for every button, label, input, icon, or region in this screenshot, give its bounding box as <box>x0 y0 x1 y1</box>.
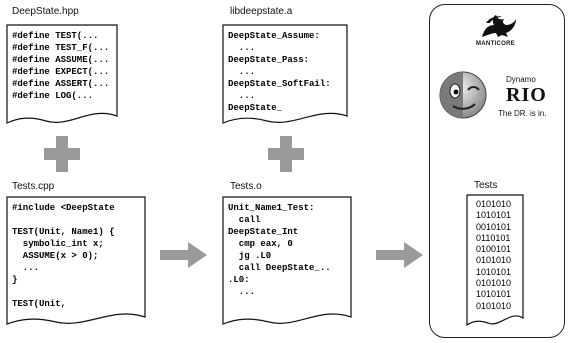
document-shape-icon <box>6 24 118 124</box>
code-line: ... <box>12 263 40 273</box>
bit-row: 0010101 <box>476 221 512 232</box>
code-line: #define EXPECT(... <box>12 67 110 77</box>
dynamorio-tagline: The DR. is in. <box>498 109 547 118</box>
manticore-label: MANTICORE <box>476 41 516 47</box>
code-line: ... <box>228 287 256 297</box>
right-arrow-icon <box>160 242 207 268</box>
code-line: DeepState_Pass: <box>228 55 310 65</box>
code-line: cmp eax, 0 <box>228 239 293 249</box>
header-file-code: #define TEST(... #define TEST_F(... #def… <box>12 30 109 102</box>
code-line: DeepState_Assume: <box>228 31 320 41</box>
source-file-name: Tests.cpp <box>12 181 55 192</box>
bit-row: 0101010 <box>476 278 512 289</box>
bit-row: 0110101 <box>476 232 511 243</box>
code-line: TEST(Unit, Name1) { <box>12 227 115 237</box>
bit-row: 0101010 <box>476 300 512 311</box>
code-line: #define LOG(... <box>12 91 94 101</box>
code-line: ASSUME(x > 0); <box>12 251 99 261</box>
code-line: jg .L0 <box>228 251 272 261</box>
bit-row: 1010101 <box>476 266 512 277</box>
document-shape-icon <box>222 24 348 124</box>
code-line: #define ASSERT(... <box>12 79 110 89</box>
bit-row: 0100101 <box>476 244 512 255</box>
test-bits: 0101010 1010101 0010101 0110101 0100101 … <box>476 199 511 312</box>
code-line: #define TEST_F(... <box>12 43 110 53</box>
document-shape-icon <box>222 196 352 325</box>
bit-row: 0101010 <box>476 199 512 209</box>
document-shape-icon <box>6 196 146 325</box>
dynamorio-face-icon <box>439 71 487 119</box>
object-file-name: Tests.o <box>230 181 262 192</box>
library-file-code: DeepState_Assume: ... DeepState_Pass: ..… <box>228 30 331 114</box>
source-file-code: #include <DeepState TEST(Unit, Name1) { … <box>12 202 115 310</box>
code-line: ... <box>228 67 256 77</box>
code-line: #define TEST(... <box>12 31 99 41</box>
code-line: #define ASSUME(... <box>12 55 110 65</box>
document-shape-icon <box>466 194 524 327</box>
library-file-doc: DeepState_Assume: ... DeepState_Pass: ..… <box>222 24 348 128</box>
plus-icon <box>268 136 304 172</box>
bit-row: 1010101 <box>476 289 512 300</box>
code-line: call <box>228 215 261 225</box>
bit-row: 1010101 <box>476 210 512 221</box>
library-file-name: libdeepstate.a <box>230 6 293 17</box>
code-line: ... <box>228 43 256 53</box>
code-line: call DeepState_.. <box>228 263 331 273</box>
header-file-doc: #define TEST(... #define TEST_F(... #def… <box>6 24 118 128</box>
code-line: Unit_Name1_Test: <box>228 203 315 213</box>
code-line: TEST(Unit, <box>12 299 67 309</box>
object-file-code: Unit_Name1_Test: call DeepState_Int cmp … <box>228 202 331 298</box>
manticore-logo-icon <box>482 15 516 37</box>
code-line: DeepState_ <box>228 103 283 113</box>
code-line: ... <box>228 91 256 101</box>
dynamorio-main-label: RIO <box>506 84 547 106</box>
code-line: symbolic_int x; <box>12 239 104 249</box>
code-line: DeepState_Int <box>228 227 299 237</box>
code-line: .L0: <box>228 275 250 285</box>
code-line: } <box>12 275 18 285</box>
tests-title: Tests <box>474 180 498 191</box>
header-file-name: DeepState.hpp <box>12 6 79 17</box>
code-line: #include <DeepState <box>12 203 115 213</box>
tests-doc: 0101010 1010101 0010101 0110101 0100101 … <box>466 194 524 330</box>
tools-panel: MANTICORE Dynamo RIO The DR. is in. Test… <box>429 4 565 338</box>
code-line: DeepState_SoftFail: <box>228 79 331 89</box>
bit-row: 0101010 <box>476 255 512 266</box>
dynamorio-top-label: Dynamo <box>506 75 536 84</box>
object-file-doc: Unit_Name1_Test: call DeepState_Int cmp … <box>222 196 352 330</box>
source-file-doc: #include <DeepState TEST(Unit, Name1) { … <box>6 196 146 330</box>
plus-icon <box>44 136 80 172</box>
right-arrow-icon <box>376 242 423 268</box>
